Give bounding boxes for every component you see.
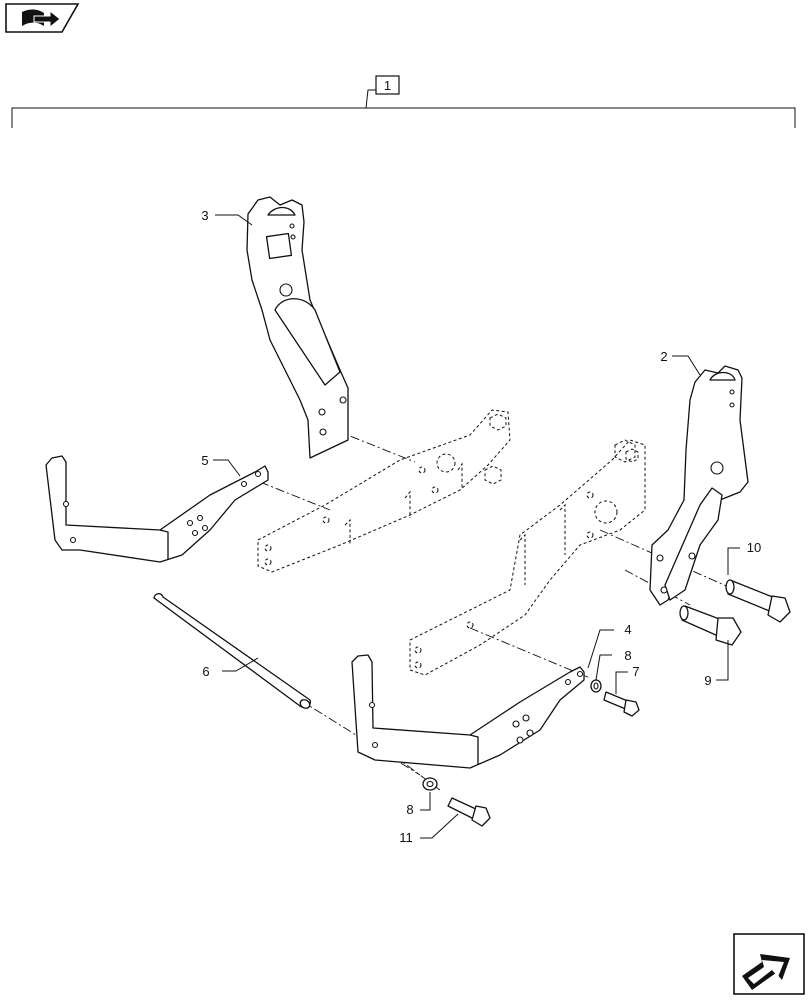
part-11-bolt [447,797,491,827]
callout-7: 7 [632,664,639,679]
assembly-label-box: 1 [375,75,400,95]
frame-rail-rear-ghost [257,409,511,573]
callout-8-upper: 8 [624,648,631,663]
callout-3: 3 [201,208,208,223]
assembly-bracket [11,89,796,128]
book-arrow-icon[interactable] [5,3,80,33]
callout-11: 11 [399,830,413,845]
part-5-rod-bracket [45,455,269,563]
part-4-rod-bracket [351,654,585,769]
part-9-bolt [679,605,742,646]
part-7-bolt [603,691,640,717]
callout-8-lower: 8 [406,802,413,817]
callout-10: 10 [747,540,761,555]
frame-rail-front-ghost [409,439,646,676]
callout-6: 6 [202,664,209,679]
next-page-arrow-icon[interactable] [733,933,805,995]
callout-5: 5 [201,453,208,468]
part-2-bracket [649,365,749,606]
part-8-washer-upper [590,679,602,693]
part-3-bracket [246,196,349,459]
assembly-label: 1 [384,78,391,93]
part-8-washer-lower [422,777,438,791]
callout-4: 4 [624,622,631,637]
leader-lines [213,214,740,839]
part-10-bolt [725,579,791,623]
callout-9: 9 [704,673,711,688]
callout-2: 2 [660,349,667,364]
part-6-rod [153,593,311,709]
